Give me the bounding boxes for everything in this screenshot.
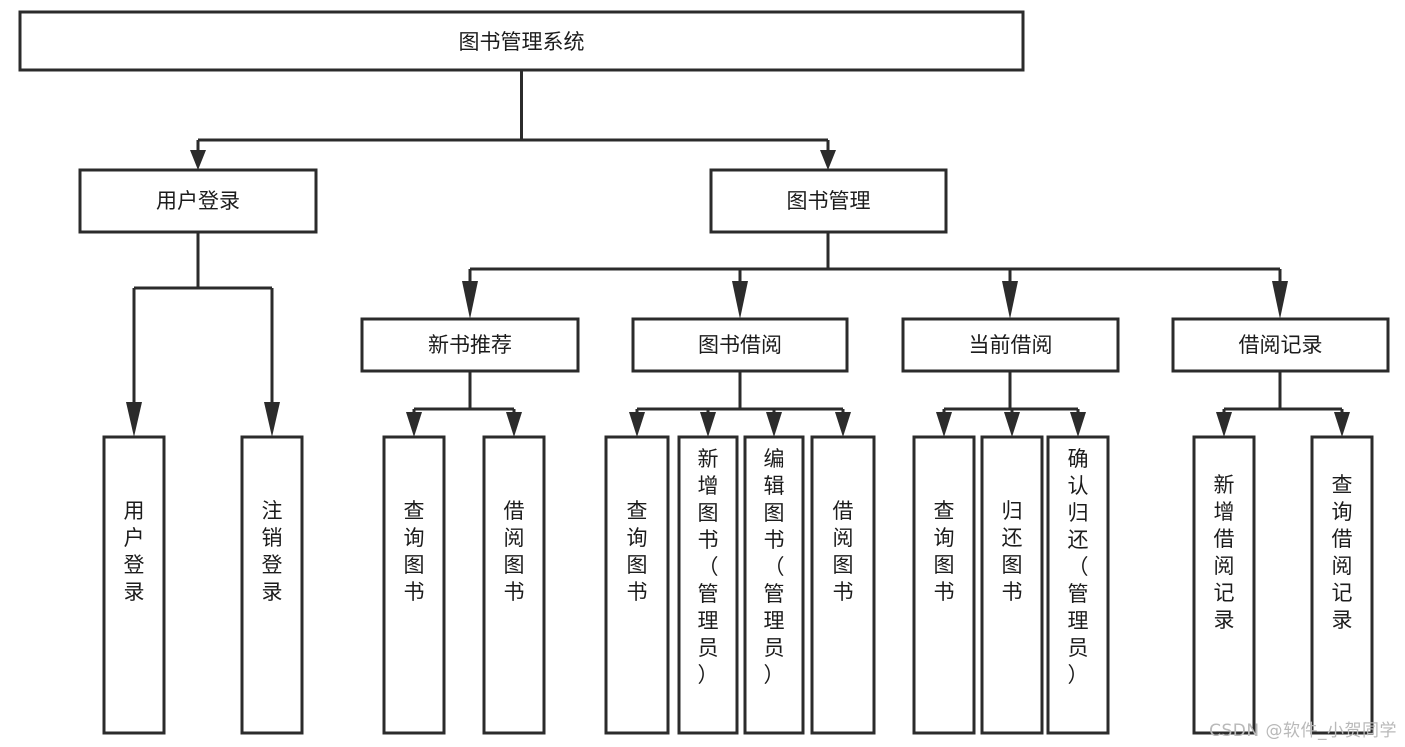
node-book-manage[interactable]: 图书管理 [709, 168, 948, 234]
node-leaf-borrow-book-1[interactable]: 借阅图书 [482, 435, 546, 735]
node-root-box[interactable] [18, 10, 1025, 72]
node-leaf-user-logout-box[interactable] [240, 435, 304, 735]
arrowhead-book-manage [820, 150, 836, 170]
arrowhead-leaf-edit-book [766, 412, 782, 437]
node-leaf-add-book-label: 新增图书（管理员） [698, 447, 719, 687]
node-leaf-query-record-label: 查询借阅记录 [1332, 473, 1353, 632]
node-leaf-user-login[interactable]: 用户登录 [102, 435, 166, 735]
node-book-borrow-label: 图书借阅 [698, 333, 782, 357]
node-leaf-add-record-label: 新增借阅记录 [1214, 473, 1235, 632]
arrowhead-new-book-rec [462, 281, 478, 319]
arrowhead-leaf-query-book-2 [629, 412, 645, 437]
node-leaf-user-login-label: 用户登录 [124, 499, 145, 604]
node-leaf-query-book-2[interactable]: 查询图书 [604, 435, 670, 735]
node-leaf-user-logout[interactable]: 注销登录 [240, 435, 304, 735]
node-leaf-add-book[interactable]: 新增图书（管理员） [677, 435, 739, 735]
node-leaf-borrow-book-1-label: 借阅图书 [504, 499, 525, 604]
node-root[interactable]: 图书管理系统 [18, 10, 1025, 72]
arrowhead-current-borrow [1002, 281, 1018, 319]
node-leaf-borrow-book-2[interactable]: 借阅图书 [810, 435, 876, 735]
node-user-login-label: 用户登录 [156, 189, 240, 213]
node-leaf-query-book-3-label: 查询图书 [934, 499, 955, 604]
node-leaf-edit-book-box[interactable] [743, 435, 805, 735]
arrowhead-borrow-record [1272, 281, 1288, 319]
node-borrow-record-box[interactable] [1171, 317, 1390, 373]
node-book-manage-label: 图书管理 [787, 189, 871, 213]
node-leaf-return-book-label: 归还图书 [1002, 499, 1023, 604]
node-borrow-record-label: 借阅记录 [1239, 333, 1323, 357]
node-leaf-user-logout-label: 注销登录 [262, 499, 283, 604]
node-leaf-query-book-1[interactable]: 查询图书 [382, 435, 446, 735]
node-leaf-query-book-2-label: 查询图书 [627, 499, 648, 604]
connector-layer [126, 70, 1350, 437]
arrowhead-leaf-query-book-1 [406, 412, 422, 437]
node-leaf-add-record[interactable]: 新增借阅记录 [1192, 435, 1256, 735]
node-leaf-add-record-box[interactable] [1192, 435, 1256, 735]
node-book-borrow-box[interactable] [631, 317, 849, 373]
node-book-borrow[interactable]: 图书借阅 [631, 317, 849, 373]
node-new-book-rec-box[interactable] [360, 317, 580, 373]
node-leaf-borrow-book-1-box[interactable] [482, 435, 546, 735]
node-leaf-return-book[interactable]: 归还图书 [980, 435, 1044, 735]
node-leaf-user-login-box[interactable] [102, 435, 166, 735]
arrowhead-leaf-borrow-book-2 [835, 412, 851, 437]
node-user-login-box[interactable] [78, 168, 318, 234]
arrowhead-leaf-add-record [1216, 412, 1232, 437]
node-leaf-query-book-1-label: 查询图书 [404, 499, 425, 604]
node-leaf-confirm-return[interactable]: 确认归还（管理员） [1046, 435, 1110, 735]
arrowhead-leaf-confirm-return [1070, 412, 1086, 437]
arrowhead-book-borrow [732, 281, 748, 319]
node-borrow-record[interactable]: 借阅记录 [1171, 317, 1390, 373]
node-leaf-query-record[interactable]: 查询借阅记录 [1310, 435, 1374, 735]
node-leaf-add-book-box[interactable] [677, 435, 739, 735]
node-leaf-return-book-box[interactable] [980, 435, 1044, 735]
node-leaf-query-book-1-box[interactable] [382, 435, 446, 735]
node-leaf-edit-book[interactable]: 编辑图书（管理员） [743, 435, 805, 735]
arrowhead-user-login [190, 150, 206, 170]
node-root-label: 图书管理系统 [459, 30, 585, 54]
arrowhead-leaf-return-book [1004, 412, 1020, 437]
node-leaf-query-record-box[interactable] [1310, 435, 1374, 735]
node-new-book-rec-label: 新书推荐 [428, 333, 512, 357]
arrowhead-leaf-add-book [700, 412, 716, 437]
node-new-book-rec[interactable]: 新书推荐 [360, 317, 580, 373]
arrowhead-leaf-user-login [126, 402, 142, 437]
node-current-borrow-label: 当前借阅 [969, 333, 1053, 357]
arrowhead-leaf-query-record [1334, 412, 1350, 437]
arrowhead-leaf-query-book-3 [936, 412, 952, 437]
node-user-login[interactable]: 用户登录 [78, 168, 318, 234]
node-leaf-borrow-book-2-box[interactable] [810, 435, 876, 735]
node-leaf-edit-book-label: 编辑图书（管理员） [764, 447, 785, 687]
arrowhead-leaf-borrow-book-1 [506, 412, 522, 437]
node-leaf-query-book-2-box[interactable] [604, 435, 670, 735]
arrowhead-leaf-user-logout [264, 402, 280, 437]
node-leaf-borrow-book-2-label: 借阅图书 [833, 499, 854, 604]
node-leaf-confirm-return-box[interactable] [1046, 435, 1110, 735]
node-current-borrow-box[interactable] [901, 317, 1120, 373]
node-leaf-confirm-return-label: 确认归还（管理员） [1068, 447, 1089, 687]
node-current-borrow[interactable]: 当前借阅 [901, 317, 1120, 373]
node-book-manage-box[interactable] [709, 168, 948, 234]
node-leaf-query-book-3-box[interactable] [912, 435, 976, 735]
node-leaf-query-book-3[interactable]: 查询图书 [912, 435, 976, 735]
